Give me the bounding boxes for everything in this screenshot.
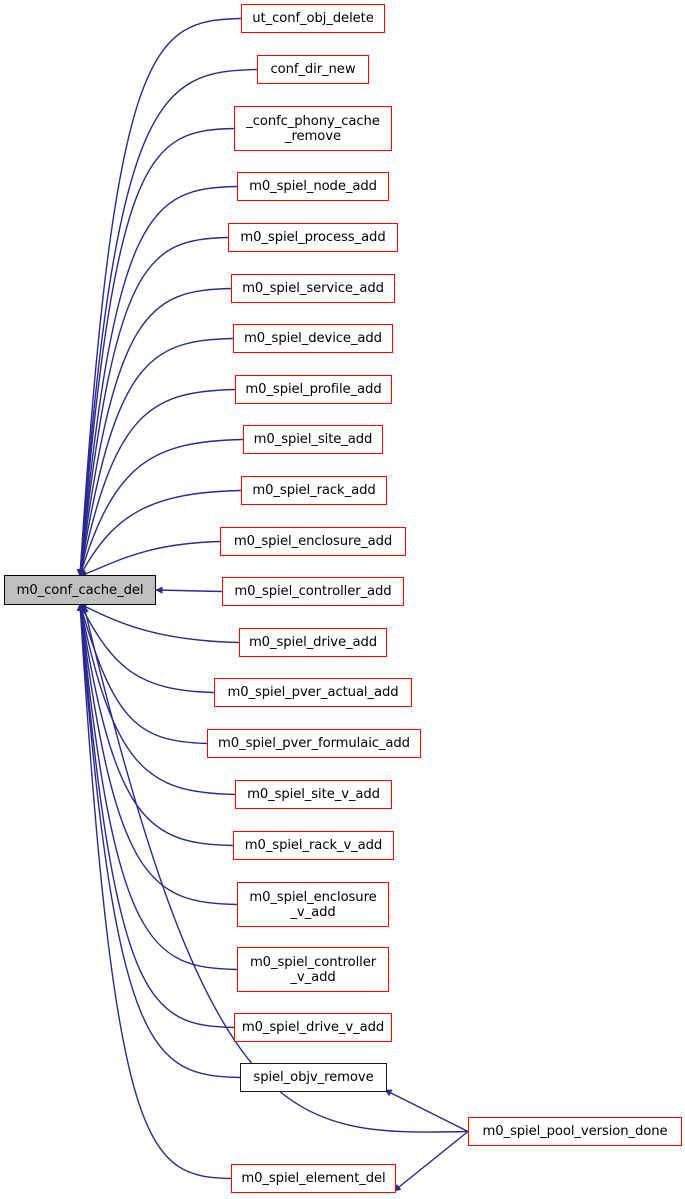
edge-m0-spiel-site-add-to-m0-conf-cache-del [78, 438, 244, 577]
caller-node-ut-conf-obj-delete[interactable]: ut_conf_obj_delete [241, 4, 385, 33]
node-label: _confc_phony_cache _remove [246, 113, 380, 144]
node-label: m0_spiel_service_add [242, 281, 384, 296]
node-label: m0_spiel_node_add [249, 179, 377, 194]
node-label: m0_spiel_drive_add [248, 635, 378, 650]
node-label: m0_spiel_site_add [253, 432, 373, 447]
caller-node-m0-spiel-profile-add[interactable]: m0_spiel_profile_add [235, 375, 392, 404]
node-label: m0_spiel_controller _v_add [249, 954, 377, 985]
center-node-m0-conf-cache-del[interactable]: m0_conf_cache_del [4, 575, 156, 605]
edge-m0-spiel-node-add-to-m0-conf-cache-del [76, 185, 238, 577]
node-label: m0_spiel_profile_add [245, 382, 382, 397]
caller-node-m0-spiel-service-add[interactable]: m0_spiel_service_add [231, 274, 395, 303]
node-label: m0_spiel_pver_formulaic_add [218, 736, 410, 751]
caller-node-m0-spiel-node-add[interactable]: m0_spiel_node_add [237, 172, 389, 201]
edge-m0-spiel-drive-v-add-to-m0-conf-cache-del [76, 603, 235, 1029]
node-label: m0_spiel_site_v_add [247, 787, 380, 802]
edge-m0-spiel-pver-formulaic-add-to-m0-conf-cache-del [78, 603, 208, 745]
edge-m0-spiel-rack-v-add-to-m0-conf-cache-del [77, 603, 234, 847]
node-label: m0_spiel_rack_v_add [244, 838, 383, 853]
node-label: m0_spiel_pool_version_done [482, 1124, 668, 1139]
edge-m0-spiel-service-add-to-m0-conf-cache-del [77, 287, 232, 577]
caller-node-m0-spiel-drive-add[interactable]: m0_spiel_drive_add [239, 628, 387, 657]
edge-ut-conf-obj-delete-to-m0-conf-cache-del [76, 17, 242, 577]
node-label: m0_spiel_controller_add [234, 584, 392, 599]
caller-node-m0-spiel-element-del[interactable]: m0_spiel_element_del [231, 1164, 396, 1193]
caller-node-m0-spiel-site-v-add[interactable]: m0_spiel_site_v_add [235, 780, 392, 809]
node-label: conf_dir_new [270, 62, 356, 77]
caller-node-m0-spiel-site-add[interactable]: m0_spiel_site_add [243, 425, 383, 454]
edge-m0-spiel-rack-add-to-m0-conf-cache-del [79, 489, 242, 577]
caller-node-m0-spiel-controller-v-add[interactable]: m0_spiel_controller _v_add [237, 947, 389, 992]
edge--confc-phony-cache-remove-to-m0-conf-cache-del [76, 127, 235, 577]
node-label: m0_spiel_drive_v_add [241, 1020, 385, 1035]
edge-m0-spiel-pool-version-done-to-m0-spiel-element-del [393, 1130, 469, 1192]
edge-m0-spiel-controller-add-to-m0-conf-cache-del [155, 586, 223, 594]
edge-m0-spiel-pver-actual-add-to-m0-conf-cache-del [79, 603, 215, 694]
caller-node-m0-spiel-pver-actual-add[interactable]: m0_spiel_pver_actual_add [214, 678, 412, 707]
edge-m0-spiel-enclosure-add-to-m0-conf-cache-del [79, 540, 221, 578]
edge-m0-spiel-enclosure-v-add-to-m0-conf-cache-del [77, 603, 238, 906]
caller-node-m0-spiel-drive-v-add[interactable]: m0_spiel_drive_v_add [234, 1013, 392, 1042]
edge-m0-spiel-controller-v-add-to-m0-conf-cache-del [77, 603, 238, 971]
edge-m0-spiel-device-add-to-m0-conf-cache-del [77, 337, 234, 577]
edge-m0-spiel-site-v-add-to-m0-conf-cache-del [77, 603, 236, 796]
edge-m0-spiel-profile-add-to-m0-conf-cache-del [77, 388, 236, 577]
caller-node-m0-spiel-rack-v-add[interactable]: m0_spiel_rack_v_add [233, 831, 394, 860]
caller-node-spiel-objv-remove[interactable]: spiel_objv_remove [240, 1063, 387, 1092]
node-label: ut_conf_obj_delete [252, 11, 374, 26]
node-label: m0_spiel_device_add [244, 331, 382, 346]
node-label: m0_conf_cache_del [16, 582, 144, 598]
caller-node-m0-spiel-enclosure-add[interactable]: m0_spiel_enclosure_add [220, 527, 406, 556]
node-label: spiel_objv_remove [253, 1070, 374, 1085]
node-label: m0_spiel_enclosure_add [233, 534, 393, 549]
node-label: m0_spiel_enclosure _v_add [249, 889, 377, 920]
caller-node-m0-spiel-process-add[interactable]: m0_spiel_process_add [228, 223, 398, 252]
node-label: m0_spiel_pver_actual_add [227, 685, 399, 700]
node-label: m0_spiel_process_add [240, 230, 386, 245]
edge-m0-spiel-pool-version-done-to-spiel-objv-remove [384, 1089, 469, 1133]
caller-node-conf-dir-new[interactable]: conf_dir_new [257, 55, 369, 84]
edge-m0-spiel-element-del-to-m0-conf-cache-del [76, 603, 232, 1180]
caller-node-m0-spiel-enclosure-v-add[interactable]: m0_spiel_enclosure _v_add [237, 882, 389, 927]
node-label: m0_spiel_element_del [241, 1171, 386, 1186]
caller-node-m0-spiel-controller-add[interactable]: m0_spiel_controller_add [222, 577, 404, 606]
edge-spiel-objv-remove-to-m0-conf-cache-del [76, 603, 241, 1079]
caller-node-m0-spiel-pver-formulaic-add[interactable]: m0_spiel_pver_formulaic_add [207, 729, 421, 758]
edge-m0-spiel-drive-add-to-m0-conf-cache-del [79, 603, 240, 644]
caller-node-m0-spiel-rack-add[interactable]: m0_spiel_rack_add [241, 476, 387, 505]
caller-node-m0-spiel-device-add[interactable]: m0_spiel_device_add [233, 324, 393, 353]
caller-node-confc-phony-cache-remove[interactable]: _confc_phony_cache _remove [234, 106, 392, 151]
caller-node-m0-spiel-pool-version-done[interactable]: m0_spiel_pool_version_done [468, 1117, 682, 1146]
node-label: m0_spiel_rack_add [252, 483, 376, 498]
edge-conf-dir-new-to-m0-conf-cache-del [76, 68, 258, 577]
edge-m0-spiel-process-add-to-m0-conf-cache-del [77, 236, 229, 577]
